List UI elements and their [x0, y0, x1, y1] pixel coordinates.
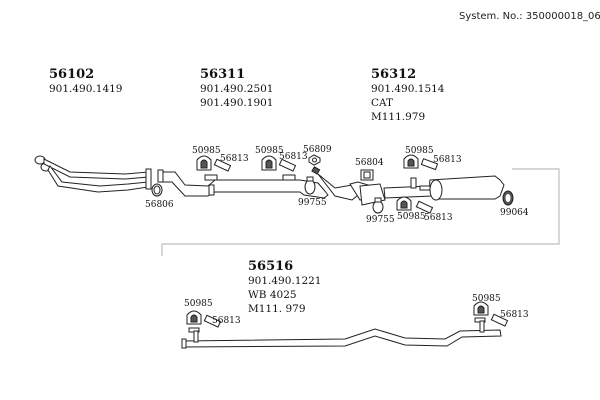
tail-pipe-56516[interactable] — [181, 317, 502, 349]
hanger-50985-3[interactable] — [403, 154, 419, 169]
label-gasket-56804: 56804 — [355, 158, 384, 168]
section-connector-line — [161, 168, 560, 256]
cat-pipe-56312[interactable] — [311, 166, 433, 206]
bracket-56813-4[interactable] — [415, 200, 434, 214]
hanger-50985-4[interactable] — [396, 196, 412, 211]
clamp-99064[interactable] — [502, 190, 514, 206]
bracket-56813-2[interactable] — [278, 158, 297, 172]
label-gasket-56809: 56809 — [303, 145, 332, 155]
label-hanger-50985-1: 50985 — [192, 146, 221, 156]
label-clamp-99064: 99064 — [500, 208, 529, 218]
clamp-99755-1[interactable] — [304, 176, 316, 195]
group-line: 901.490.2501 — [200, 83, 274, 95]
group-line: 901.490.1221 — [248, 275, 322, 287]
label-hanger-50985-3: 50985 — [405, 146, 434, 156]
group-part-number: 56102 — [49, 67, 95, 82]
hanger-50985-2[interactable] — [261, 155, 277, 171]
system-number: System. No.: 350000018_06 — [459, 11, 600, 22]
group-56311[interactable]: 56311 901.490.2501 901.490.1901 — [200, 67, 273, 110]
group-line: 901.490.1419 — [49, 83, 123, 95]
label-bracket-56813-2: 56813 — [279, 152, 308, 162]
bracket-56813-5[interactable] — [203, 314, 222, 328]
bracket-56813-6[interactable] — [490, 313, 509, 327]
hanger-50985-5[interactable] — [186, 310, 202, 325]
group-line: 901.490.1514 — [371, 83, 445, 95]
label-gasket-56806: 56806 — [145, 200, 174, 210]
label-clamp-99755-1: 99755 — [298, 198, 327, 208]
label-bracket-56813-6: 56813 — [500, 310, 529, 320]
group-56516[interactable]: 56516 901.490.1221 WB 4025 M111. 979 — [248, 259, 321, 316]
group-part-number: 56312 — [371, 67, 417, 82]
label-hanger-50985-6: 50985 — [472, 294, 501, 304]
bracket-56813-3[interactable] — [420, 158, 439, 171]
label-bracket-56813-1: 56813 — [220, 154, 249, 164]
rear-silencer[interactable] — [429, 175, 505, 201]
hanger-50985-1[interactable] — [196, 155, 212, 171]
group-line: CAT — [371, 97, 394, 109]
bracket-56813-1[interactable] — [213, 158, 232, 172]
label-clamp-99755-2: 99755 — [366, 215, 395, 225]
label-hanger-50985-5: 50985 — [184, 299, 213, 309]
group-line: 901.490.1901 — [200, 97, 274, 109]
clamp-99755-2[interactable] — [372, 197, 384, 214]
group-part-number: 56516 — [248, 259, 294, 274]
label-bracket-56813-3: 56813 — [433, 155, 462, 165]
label-bracket-56813-5: 56813 — [212, 316, 241, 326]
group-line: WB 4025 — [248, 289, 297, 301]
label-hanger-50985-2: 50985 — [255, 146, 284, 156]
label-bracket-56813-4: 56813 — [424, 213, 453, 223]
group-line: M111.979 — [371, 111, 426, 123]
group-56312[interactable]: 56312 901.490.1514 CAT M111.979 — [371, 67, 444, 124]
group-part-number: 56311 — [200, 67, 246, 82]
label-hanger-50985-4: 50985 — [397, 212, 426, 222]
group-56102[interactable]: 56102 901.490.1419 — [49, 67, 122, 96]
group-line: M111. 979 — [248, 303, 306, 315]
front-pipe-56102[interactable] — [34, 155, 152, 193]
hanger-50985-6[interactable] — [473, 301, 489, 316]
middle-pipe-56311[interactable] — [157, 169, 329, 199]
